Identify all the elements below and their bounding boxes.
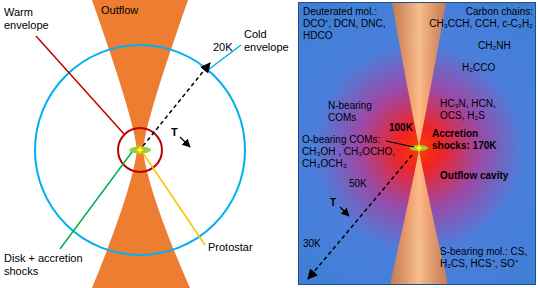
- leader-line: [143, 153, 205, 245]
- region-panel: Deuterated mol.: DCO⁺, DCN, DNC, HDCO Car…: [298, 2, 536, 285]
- molecule-label: T: [330, 197, 336, 209]
- callout-label: T: [171, 126, 178, 139]
- callout-label: Outflow: [101, 4, 138, 17]
- warm-envelope: [118, 128, 162, 172]
- molecule-label: 100K: [389, 122, 413, 134]
- leader-line: [60, 152, 132, 249]
- molecule-label: HC₃N, HCN, OCS, H₂S: [440, 98, 504, 122]
- molecule-label: CH₂NH: [478, 40, 511, 52]
- callout-label: Cold envelope: [244, 28, 294, 54]
- molecule-label: Accretion shocks: 170K: [432, 128, 512, 152]
- temperature-radius: [143, 63, 210, 146]
- outflow-cavity: [390, 150, 448, 285]
- temperature-arrow: [340, 207, 349, 216]
- callout-label: 20K: [213, 41, 233, 54]
- molecule-label: S-bearing mol.: CS, H₂CS, HCS⁺, SO⁺: [440, 246, 534, 270]
- molecule-label: Carbon chains: CH₃CCH, CCH, c-C₃H₂: [429, 6, 533, 30]
- molecule-label: 50K: [349, 178, 367, 190]
- outflow-band: [92, 0, 190, 288]
- molecule-label: H₂CCO: [462, 62, 495, 74]
- molecule-label: Deuterated mol.: DCO⁺, DCN, DNC, HDCO: [303, 6, 403, 42]
- molecule-label: O-bearing COMs: CH₃OH , CH₃OCHO, CH₃OCH₃: [302, 134, 402, 170]
- envelope-ground: [298, 2, 535, 285]
- protostar-star: [415, 144, 424, 153]
- molecule-label: Outflow cavity: [440, 170, 532, 182]
- temperature-arrow: [180, 137, 190, 147]
- callout-label: Warm envelope: [4, 6, 54, 32]
- callout-label: Protostar: [208, 241, 253, 254]
- cold-envelope: [35, 45, 245, 255]
- molecule-label: 30K: [303, 238, 321, 250]
- temperature-radius: [308, 155, 412, 279]
- leader-line: [36, 36, 124, 134]
- callout-label: Disk + accretion shocks: [4, 252, 92, 278]
- molecule-label: N-bearing COMs: [328, 100, 384, 124]
